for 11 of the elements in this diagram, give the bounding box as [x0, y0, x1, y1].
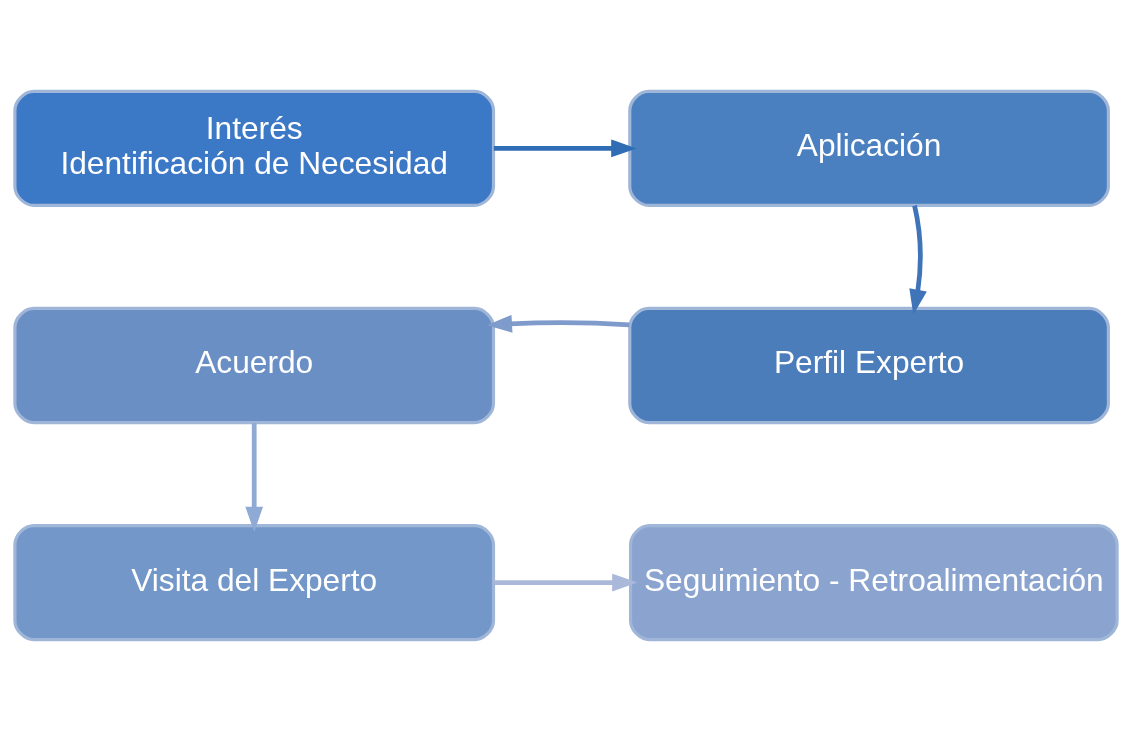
- arrow: [486, 314, 630, 333]
- node-box: Aplicación: [628, 89, 1110, 207]
- arrow: [493, 139, 637, 157]
- arrow: [245, 422, 264, 532]
- node-box: Visita del Experto: [13, 523, 496, 641]
- node-box: Acuerdo: [13, 306, 496, 424]
- node-box: Perfil Experto: [628, 306, 1110, 424]
- node-box: Seguimiento - Retroalimentación: [629, 523, 1119, 641]
- arrow: [909, 204, 927, 315]
- node-box: Interés Identificación de Necesidad: [13, 89, 496, 207]
- arrow: [493, 573, 638, 591]
